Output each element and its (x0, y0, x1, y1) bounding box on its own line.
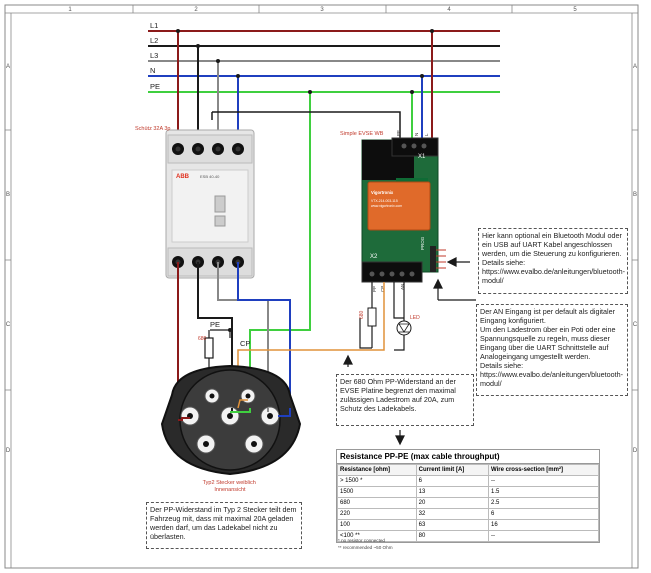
label-l1: L1 (150, 21, 158, 30)
cell: -- (488, 530, 599, 542)
header-resistance: Resistance [ohm] (337, 464, 417, 476)
relay (367, 181, 431, 231)
note-bluetooth: Hier kann optional ein Bluetooth Modul o… (478, 228, 628, 294)
contactor-model: ESB 40-40 (200, 174, 220, 179)
col-label-3: 3 (320, 7, 324, 13)
table-footnote-1: * no resistor connected (338, 538, 385, 543)
cell: 1500 (337, 486, 417, 498)
evse-caption: Simple EVSE WB (340, 131, 384, 137)
plug-caption-line1: Typ2 Stecker weiblich Innenansicht (203, 480, 258, 493)
contactor-brand: ABB (176, 174, 190, 180)
note-an-input: Der AN Eingang ist per default als digit… (476, 304, 628, 396)
cell: 680 (337, 497, 417, 509)
col-label-5: 5 (573, 7, 577, 13)
cell: > 1500 * (337, 475, 417, 487)
cell: 80 (415, 530, 490, 542)
x2-cp-label: CP (380, 286, 385, 292)
row-label-d: D (6, 448, 11, 454)
border-frame (4, 4, 639, 569)
cell: 16 (488, 519, 599, 531)
row-label-a-right: A (633, 64, 637, 70)
evse-resistor-value: 680 (359, 310, 365, 319)
label-l3: L3 (150, 51, 158, 60)
x1-pin-n: N (414, 133, 419, 136)
cell: 32 (415, 508, 490, 520)
col-label-2: 2 (194, 7, 198, 13)
table-row: > 1500 *6-- (337, 475, 599, 487)
plug-cp-label: CP (240, 339, 250, 348)
cell: 220 (337, 508, 417, 520)
col-label-4: 4 (447, 7, 451, 13)
x1-pin-l: L (424, 133, 429, 136)
label-pe: PE (150, 82, 160, 91)
evse-pp-resistor (367, 307, 377, 327)
table-title: Resistance PP-PE (max cable throughput) (337, 450, 599, 464)
led-label: LED (410, 315, 420, 321)
label-l2: L2 (150, 36, 158, 45)
row-label-c-right: C (633, 322, 638, 328)
table-header-row: Resistance [ohm] Current limit [A] Wire … (337, 464, 599, 476)
x1-pin-pe: PE (396, 130, 401, 136)
cell: 2.5 (488, 497, 599, 509)
note-resistor: Der 680 Ohm PP-Widerstand an der EVSE Pl… (336, 374, 474, 426)
row-label-b-right: B (633, 192, 637, 198)
contactor-caption: Schütz 32A 3p (135, 126, 170, 132)
cell: 6 (415, 475, 490, 487)
row-label-c: C (6, 322, 11, 328)
x2-label: X2 (370, 254, 378, 260)
contactor: ABB ESB 40-40 (165, 129, 255, 279)
cell: 20 (415, 497, 490, 509)
header-cross-section: Wire cross-section [mm²] (488, 464, 599, 476)
col-label-1: 1 (68, 7, 72, 13)
prog-label: PROG (420, 236, 425, 250)
cell: 63 (415, 519, 490, 531)
resistance-table: Resistance PP-PE (max cable throughput) … (336, 449, 600, 543)
label-n: N (150, 66, 155, 75)
x2-pp-label: PP (372, 286, 377, 292)
cell: 1.5 (488, 486, 599, 498)
plug-pe-label: PE (210, 320, 220, 329)
row-label-d-right: D (633, 448, 638, 454)
relay-brand: Vigortronix (371, 190, 394, 195)
row-label-b: B (6, 192, 10, 198)
cell: 13 (415, 486, 490, 498)
cell: 6 (488, 508, 599, 520)
note-plug: Der PP-Widerstand im Typ 2 Stecker teilt… (146, 502, 302, 549)
table-row: <100 **80-- (337, 530, 599, 542)
x1-label: X1 (418, 154, 426, 160)
cell: 100 (337, 519, 417, 531)
header-current: Current limit [A] (415, 464, 490, 476)
type2-socket (160, 364, 302, 476)
table-footnote-2: ** recommended ~50 Ohm (338, 545, 393, 550)
plug-resistor-value: 680 (198, 336, 207, 342)
cell: <100 ** (337, 530, 417, 542)
an-label: AN (400, 284, 405, 290)
row-label-a: A (6, 64, 10, 70)
cell: -- (488, 475, 599, 487)
